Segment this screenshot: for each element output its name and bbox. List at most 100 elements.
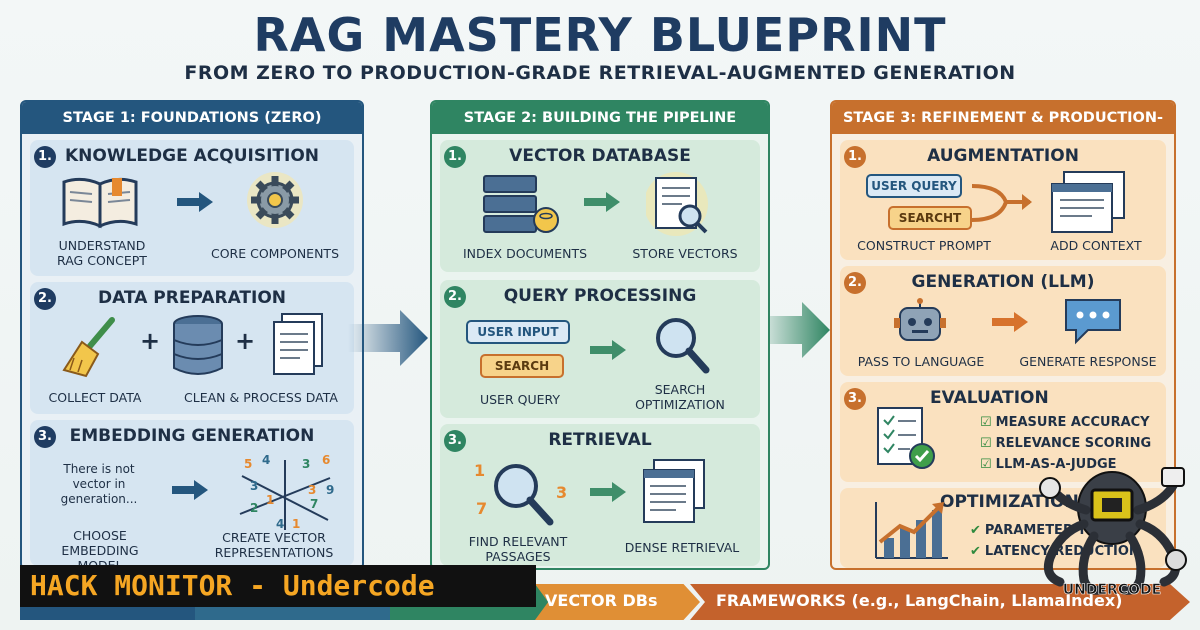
panel-title: KNOWLEDGE ACQUISITION [64,146,320,166]
stacked-windows-icon [1051,171,1125,233]
undercode-octopus-logo-icon: UNDERCODE [1039,467,1187,598]
check-item: ☑RELEVANCE SCORING [980,436,1152,451]
panel-title: VECTOR DATABASE [509,146,691,166]
search-optimization-label: SEARCH OPTIMIZATION [635,382,725,412]
stage-1-title: STAGE 1: FOUNDATIONS (ZERO) [22,102,362,134]
gear-icon [247,172,303,228]
open-book-icon [62,177,138,229]
arrow-right-icon [172,480,208,500]
svg-text:3: 3 [302,457,310,471]
svg-text:9: 9 [326,483,334,497]
stage-3-title: STAGE 3: REFINEMENT & PRODUCTION-GRADE [832,102,1174,158]
growth-chart-icon [875,502,948,559]
add-context-label: ADD CONTEXT [1050,238,1142,253]
documents-icon [273,313,323,375]
database-icon [173,315,223,375]
chat-bubble-icon [1065,299,1121,345]
svg-text:7: 7 [310,497,318,511]
search-pill: SEARCH [480,354,564,378]
merge-arrow-icon [971,184,1032,222]
step-number: 3. [34,426,56,448]
plus-sign: + [235,327,256,355]
dense-retrieval-label: DENSE RETRIEVAL [624,540,740,555]
arrow-right-icon [584,192,620,212]
checkmark-icon: ✔ [970,523,981,538]
watermark-banner: HACK MONITOR - Undercode [20,565,536,607]
embedding-note: There is not vector in generation... [60,462,138,506]
clean-process-label: CLEAN & PROCESS DATA [184,390,338,405]
svg-text:1: 1 [266,493,274,507]
arrow-right-icon [177,192,213,212]
index-documents-label: INDEX DOCUMENTS [462,246,588,261]
panel-title: EVALUATION [930,388,1049,408]
step-number: 2. [444,286,466,308]
panel-title: EMBEDDING GENERATION [69,426,315,446]
page-subtitle: FROM ZERO TO PRODUCTION-GRADE RETRIEVAL-… [184,62,1016,84]
step-number: 1. [444,146,466,168]
bottom-segment-vector-dbs: VECTOR DBs [535,584,700,620]
step-number: 1. [34,146,56,168]
stage-2-title: STAGE 2: BUILDING THE PIPELINE [432,102,768,134]
stage-arrow-icon [348,310,428,366]
svg-text:1: 1 [474,461,485,480]
server-stack-icon [483,175,559,233]
store-vectors-label: STORE VECTORS [632,246,738,261]
generate-response-label: GENERATE RESPONSE [1019,354,1157,369]
svg-text:3: 3 [250,479,258,493]
check-item: ☑MEASURE ACCURACY [980,415,1150,430]
panel-evaluation: 3. EVALUATION ☑MEASURE ACCURACY ☑RELEVAN… [840,382,1166,482]
stage-3: STAGE 3: REFINEMENT & PRODUCTION-GRADE 1… [830,100,1176,570]
panel-generation: 2. GENERATION (LLM) PASS TO LANGUAGE GEN… [840,266,1166,376]
step-number: 3. [444,430,466,452]
panel-title: GENERATION (LLM) [911,272,1095,292]
panel-query-processing: 2. QUERY PROCESSING USER INPUT SEARCH US… [440,280,760,418]
svg-text:2: 2 [250,501,258,515]
logo-text: UNDERCODE [1063,582,1161,598]
pass-to-language-label: PASS TO LANGUAGE [857,354,985,369]
stage-2: STAGE 2: BUILDING THE PIPELINE 1. VECTOR… [430,100,770,570]
collect-data-label: COLLECT DATA [48,390,142,405]
bottom-segment-frameworks: FRAMEWORKS (e.g., LangChain, LlamaIndex) [690,584,1190,620]
document-search-icon [646,172,708,236]
svg-text:6: 6 [322,454,330,467]
panel-embedding-generation: 3. EMBEDDING GENERATION There is not vec… [30,420,354,568]
checkmark-icon: ☑ [980,436,992,451]
page-title: RAG MASTERY BLUEPRINT [253,8,947,62]
panel-title: AUGMENTATION [927,146,1079,166]
panel-data-preparation: 2. DATA PREPARATION + + COLLECT DATA CLE… [30,282,354,414]
panel-title: RETRIEVAL [548,430,652,450]
arrow-right-icon [590,482,626,502]
svg-text:3: 3 [556,483,567,502]
broom-icon [62,317,115,378]
user-query-pill: USER QUERY [866,174,962,198]
check-item: ✔LATENCY REDUCTION [970,544,1140,559]
find-relevant-label: FIND RELEVANT PASSAGES [468,534,568,564]
svg-text:3: 3 [308,483,316,497]
check-item: ☑LLM-AS-A-JUDGE [980,457,1117,472]
magnifier-icon [656,318,710,374]
svg-text:1: 1 [292,517,300,531]
step-number: 1. [844,146,866,168]
arrow-right-icon [992,312,1028,332]
panel-knowledge-acquisition: 1. KNOWLEDGE ACQUISITION UNDERSTAND RAG … [30,140,354,276]
panel-vector-database: 1. VECTOR DATABASE INDEX DOCUMENTS STORE… [440,140,760,272]
arrow-right-icon [590,340,626,360]
svg-text:4: 4 [276,517,284,531]
construct-prompt-label: CONSTRUCT PROMPT [857,238,991,253]
panel-title: DATA PREPARATION [97,288,287,308]
svg-text:5: 5 [244,457,252,471]
plus-sign: + [140,327,161,355]
magnifier-numbers-icon: 1 7 3 [474,461,567,526]
create-vector-label: CREATE VECTOR REPRESENTATIONS [214,530,334,560]
understand-rag-label: UNDERSTAND RAG CONCEPT [57,238,147,268]
step-number: 3. [844,388,866,410]
choose-embedding-label: CHOOSE EMBEDDING MODEL [61,528,139,570]
panel-augmentation: 1. AUGMENTATION USER QUERY SEARCHT CONST… [840,140,1166,260]
stacked-windows-icon [643,459,705,523]
checkmark-icon: ☑ [980,415,992,430]
svg-text:4: 4 [262,454,270,467]
step-number: 2. [34,288,56,310]
svg-text:7: 7 [476,499,487,518]
